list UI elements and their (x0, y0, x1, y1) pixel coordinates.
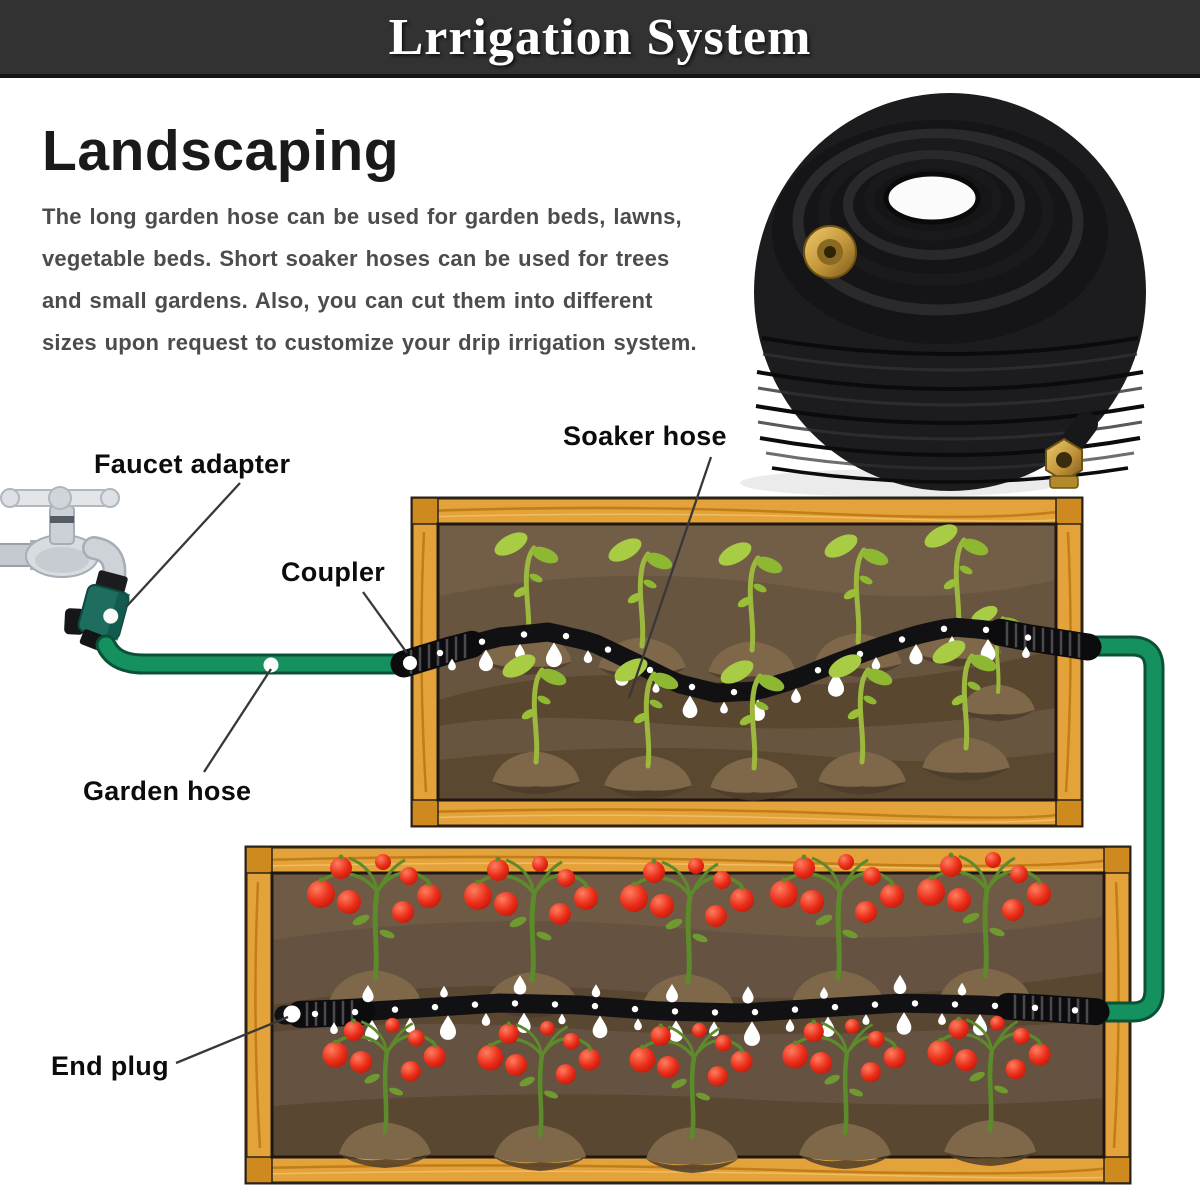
leader-lines (125, 456, 713, 1065)
garden-hose-left (95, 634, 413, 675)
faucet (0, 486, 131, 654)
faucet-adapter-pointer-line (125, 482, 241, 608)
garden-hose-link (1067, 635, 1165, 1023)
hose-marker-dots (263, 656, 417, 1023)
drip-drops-top (436, 625, 1032, 721)
coupler-pointer-line (362, 591, 408, 654)
garden-hose-dot (263, 657, 279, 673)
coupler-dot (403, 656, 417, 670)
description-line: vegetable beds. Short soaker hoses can b… (42, 246, 670, 271)
description-line: sizes upon request to customize your dri… (42, 330, 697, 355)
description-line: and small gardens. Also, you can cut the… (42, 288, 653, 313)
description-line: The long garden hose can be used for gar… (42, 204, 682, 229)
drip-drops-bottom (311, 974, 1079, 1046)
brass-fitting-icon (1045, 412, 1098, 489)
end-plug-label: End plug (51, 1051, 169, 1081)
soaker-hose-pointer-line (627, 456, 713, 699)
coupler-label: Coupler (281, 557, 386, 587)
brass-fitting-icon (803, 225, 857, 279)
banner: Lrrigation System (0, 0, 1200, 78)
section-heading: Landscaping (42, 119, 400, 183)
faucet-adapter (64, 570, 131, 654)
garden-hose-label: Garden hose (83, 776, 252, 806)
end-plug-dot (283, 1005, 301, 1023)
faucet-adapter-label: Faucet adapter (94, 449, 291, 479)
description-text: The long garden hose can be used for gar… (42, 196, 742, 364)
soaker-hose-bottom (274, 992, 1110, 1028)
soaker-hose-label: Soaker hose (563, 421, 727, 451)
end-plug-pointer-line (175, 1015, 289, 1065)
product-photo-coil (740, 93, 1146, 497)
banner-title: Lrrigation System (388, 8, 812, 66)
garden-hose-pointer-line (203, 668, 272, 773)
